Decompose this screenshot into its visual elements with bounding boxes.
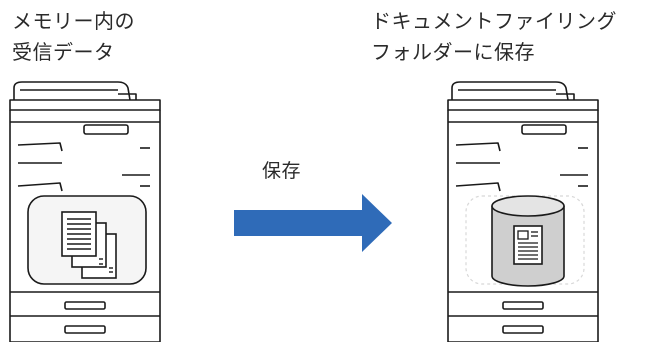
destination-label: ドキュメントファイリング フォルダーに保存 bbox=[371, 9, 617, 64]
left-copier-machine bbox=[9, 81, 161, 342]
source-label: メモリー内の 受信データ bbox=[12, 9, 135, 64]
stacked-documents-icon bbox=[61, 211, 117, 279]
storage-cylinder-document-icon bbox=[491, 195, 565, 287]
save-arrow bbox=[234, 194, 392, 252]
right-copier-machine bbox=[447, 81, 599, 342]
save-arrow-label: 保存 bbox=[262, 160, 302, 182]
